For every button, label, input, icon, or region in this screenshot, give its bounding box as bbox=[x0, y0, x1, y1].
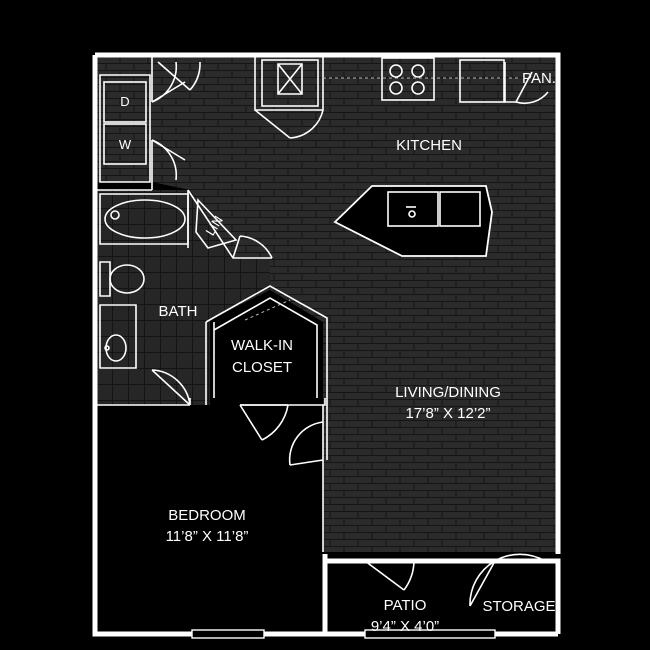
kitchen-island bbox=[333, 185, 493, 257]
washer-dryer: D W bbox=[103, 81, 147, 165]
storage-label: STORAGE bbox=[482, 598, 555, 615]
bedroom-floor bbox=[97, 405, 323, 634]
bedroom-label: BEDROOM bbox=[168, 507, 246, 524]
doors bbox=[151, 61, 549, 607]
bath-vanity bbox=[99, 304, 137, 369]
linen-closet bbox=[195, 198, 238, 249]
kitchen-label: KITCHEN bbox=[396, 137, 462, 154]
living-label: LIVING/DINING bbox=[395, 384, 501, 401]
refrigerator bbox=[261, 59, 319, 107]
bathtub bbox=[99, 193, 189, 245]
living-size: 17’8” X 12’2” bbox=[405, 405, 490, 422]
counter-dashes bbox=[244, 77, 520, 321]
closet-label-line2: CLOSET bbox=[232, 359, 292, 376]
toilet bbox=[99, 261, 145, 297]
closet-label-line1: WALK-IN bbox=[231, 337, 293, 354]
closet-floor bbox=[210, 290, 323, 405]
washer-label: W bbox=[119, 137, 132, 152]
windows bbox=[191, 629, 496, 639]
pantry-label: PAN. bbox=[522, 70, 556, 87]
dishwasher-cabinet bbox=[459, 59, 505, 103]
stovetop bbox=[381, 57, 435, 101]
bath-label: BATH bbox=[159, 303, 198, 320]
interior-walls bbox=[95, 57, 516, 552]
bedroom-size: 11’8” X 11’8” bbox=[166, 528, 249, 545]
dryer-label: D bbox=[120, 94, 129, 109]
patio-size: 9’4” X 4’0” bbox=[371, 618, 439, 635]
kitchen-living-floor bbox=[97, 57, 556, 552]
patio-label: PATIO bbox=[384, 597, 427, 614]
